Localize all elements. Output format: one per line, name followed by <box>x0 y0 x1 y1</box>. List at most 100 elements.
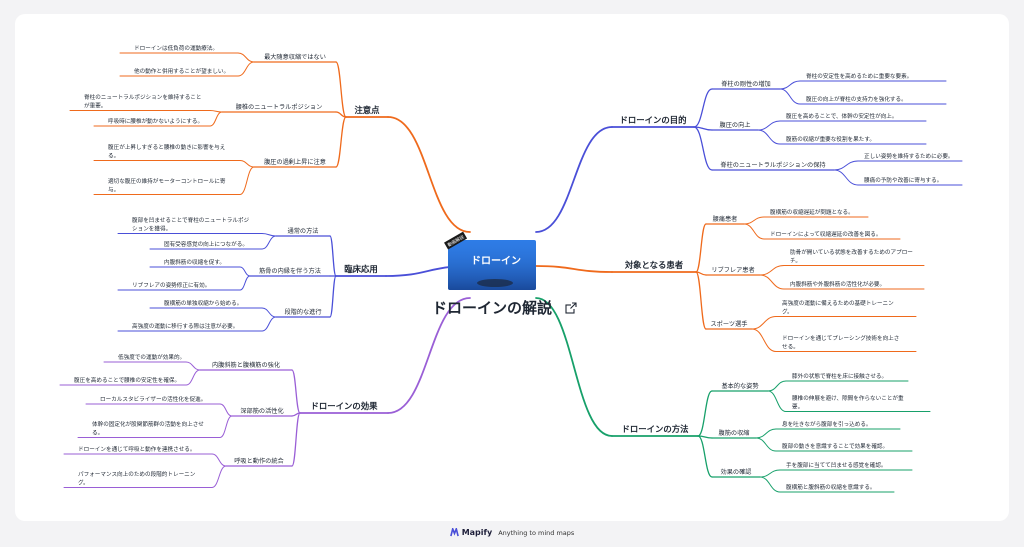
topic-patients[interactable]: 対象となる患者 <box>624 260 684 270</box>
leaf-effects-2-1[interactable]: パフォーマンス向上のための段階的トレーニン <box>78 470 196 478</box>
leaf-effects-1-1[interactable]: 体幹の固定化が股関節筋群の活動を向上させ <box>92 420 204 428</box>
subtopic-clinical-1[interactable]: 筋骨の内縁を伴う方法 <box>259 267 321 275</box>
leaf-method-0-0[interactable]: 膝外の状態で脊柱を床に接触させる。 <box>792 372 887 380</box>
edge-purpose-group-2 <box>693 126 713 171</box>
edge-purpose-1-item-0 <box>757 120 781 131</box>
subtopic-effects-0[interactable]: 内腹斜筋と腹横筋の強化 <box>212 361 280 369</box>
leaf-patients-2-0[interactable]: 高強度の運動に備えるための基礎トレーニン <box>782 299 894 307</box>
root-title[interactable]: ドローインの解説 <box>432 299 552 317</box>
subtopic-method-1[interactable]: 腹筋の収縮 <box>719 429 750 437</box>
subtopic-purpose-0[interactable]: 脊柱の剛性の増加 <box>721 80 771 88</box>
leaf-patients-0-0[interactable]: 腹横筋の収縮遅延が問題となる。 <box>770 208 854 216</box>
leaf-precautions-1-1[interactable]: 呼吸時に腰椎が動かないようにする。 <box>108 117 203 125</box>
edge-root-purpose <box>535 126 613 233</box>
leaf-purpose-0-0[interactable]: 脊柱の安定性を高めるために重要な要素。 <box>806 72 912 80</box>
edge-purpose-1-item-1 <box>757 129 781 145</box>
subtopic-method-0[interactable]: 基本的な姿勢 <box>721 382 759 390</box>
topic-clinical[interactable]: 臨床応用 <box>344 264 378 274</box>
leaf-patients-1-0[interactable]: チ。 <box>790 258 801 265</box>
leaf-precautions-1-0[interactable]: 脊柱のニュートラルポジションを維持すること <box>84 93 201 101</box>
edge-root-precautions <box>387 116 471 233</box>
leaf-method-1-0[interactable]: 息を吐きながら腹部を引っ込める。 <box>782 420 872 428</box>
leaf-method-0-1[interactable]: 要。 <box>792 404 803 411</box>
topic-method[interactable]: ドローインの方法 <box>622 424 690 434</box>
edge-effects-group-0 <box>291 369 301 414</box>
leaf-precautions-2-0[interactable]: 腹圧が上昇しすぎると腰椎の動きに影響を与え <box>108 143 226 151</box>
edge-clinical-2-item-1 <box>261 316 277 332</box>
subtopic-method-2[interactable]: 効果の確認 <box>721 468 752 476</box>
edge-patients-1-item-1 <box>759 274 785 290</box>
edge-patients-group-0 <box>695 223 707 273</box>
leaf-precautions-2-1[interactable]: 適切な腹圧の維持がモーターコントロールに寄 <box>108 177 226 185</box>
leaf-patients-1-0[interactable]: 肋骨が開いている状態を改善するためのアプロー <box>790 248 913 256</box>
leaf-patients-1-1[interactable]: 内腹斜筋や外腹斜筋の活性化が必要。 <box>790 280 885 288</box>
edge-purpose-0-item-1 <box>779 88 801 105</box>
leaf-purpose-2-0[interactable]: 正しい姿勢を維持するために必要。 <box>864 152 954 160</box>
subtopic-precautions-2[interactable]: 腹圧の過剰上昇に注意 <box>264 158 326 166</box>
subtopic-purpose-2[interactable]: 脊柱のニュートラルポジションの保持 <box>720 161 825 169</box>
leaf-effects-1-1[interactable]: る。 <box>92 430 103 437</box>
subtopic-clinical-0[interactable]: 通常の方法 <box>288 227 319 235</box>
leaf-patients-2-1[interactable]: せる。 <box>782 344 799 351</box>
leaf-purpose-1-1[interactable]: 腹筋の収縮が重要な役割を果たす。 <box>786 135 875 143</box>
leaf-patients-2-1[interactable]: ドローインを通じてプレーシング技術を向上さ <box>782 334 899 342</box>
topic-purpose[interactable]: ドローインの目的 <box>620 115 687 125</box>
leaf-precautions-0-0[interactable]: ドローインは低負荷の運動療法。 <box>134 44 218 52</box>
leaf-effects-0-1[interactable]: 腹圧を高めることで腰椎の安定性を確保。 <box>74 376 180 384</box>
leaf-method-1-1[interactable]: 腹部の動きを意識することで効果を確認。 <box>782 442 888 450</box>
leaf-purpose-2-1[interactable]: 腰痛の予防や改善に寄与する。 <box>864 176 942 184</box>
leaf-effects-0-0[interactable]: 低強度での運動が効果的。 <box>118 353 185 361</box>
external-link-icon[interactable] <box>565 302 577 314</box>
video-badge <box>444 231 468 250</box>
edge-method-1-item-0 <box>755 428 777 439</box>
leaf-purpose-1-0[interactable]: 腹圧を高めることで、体幹の安定性が向上。 <box>786 112 897 120</box>
leaf-method-2-0[interactable]: 手を腹部に当てて凹ませる感覚を確認。 <box>786 461 887 469</box>
leaf-clinical-1-0[interactable]: 内腹斜筋の収縮を促す。 <box>164 258 225 266</box>
leaf-effects-2-1[interactable]: グ。 <box>78 479 89 487</box>
leaf-effects-1-0[interactable]: ローカルスタビライザーの活性化を促進。 <box>100 395 206 403</box>
leaf-precautions-2-1[interactable]: 与。 <box>108 186 119 194</box>
leaf-clinical-1-1[interactable]: リブフレアの姿勢修正に有効。 <box>132 281 210 289</box>
subtopic-effects-2[interactable]: 呼吸と動作の統合 <box>234 457 284 465</box>
subtopic-purpose-1[interactable]: 腹圧の向上 <box>720 121 751 129</box>
footer-brand[interactable]: Mapify <box>461 528 493 537</box>
leaf-precautions-2-0[interactable]: る。 <box>108 153 119 160</box>
leaf-clinical-2-0[interactable]: 腹横筋の単独収縮から始める。 <box>164 299 242 307</box>
leaf-purpose-0-1[interactable]: 腹圧の向上が脊柱の支持力を強化する。 <box>806 95 907 103</box>
leaf-patients-0-1[interactable]: ドローインによって収縮遅延の改善を図る。 <box>770 230 881 238</box>
edge-effects-0-item-1 <box>185 369 201 386</box>
edge-precautions-0-item-1 <box>237 61 255 77</box>
leaf-effects-2-0[interactable]: ドローインを通じて呼吸と動作を連携させる。 <box>78 445 195 453</box>
leaf-precautions-1-0[interactable]: が重要。 <box>84 102 106 110</box>
leaf-clinical-0-0[interactable]: ションを獲得。 <box>132 225 171 233</box>
subtopic-patients-0[interactable]: 腰痛患者 <box>713 215 738 223</box>
subtopic-precautions-0[interactable]: 最大随意収縮ではない <box>264 53 326 61</box>
leaf-clinical-0-0[interactable]: 腹部を凹ませることで脊柱のニュートラルポジ <box>132 216 250 224</box>
edge-precautions-group-1 <box>335 111 347 118</box>
edge-patients-2-item-0 <box>751 316 777 330</box>
edge-method-2-item-1 <box>759 476 781 493</box>
subtopic-clinical-2[interactable]: 段階的な進行 <box>284 308 321 316</box>
topic-precautions[interactable]: 注意点 <box>354 105 380 115</box>
leaf-method-0-1[interactable]: 腰椎の伸展を避け、隙間を作らないことが重 <box>792 394 904 402</box>
leaf-patients-2-0[interactable]: グ。 <box>782 308 793 316</box>
subtopic-patients-2[interactable]: スポーツ選手 <box>710 320 747 328</box>
leaf-precautions-0-1[interactable]: 他の動作と併用することが望ましい。 <box>134 67 229 75</box>
subtopic-effects-1[interactable]: 深部筋の活性化 <box>240 407 283 415</box>
edge-method-0-item-1 <box>767 390 787 412</box>
root-node[interactable]: ドローイン 動画解説 ドローインの解説 <box>432 231 577 317</box>
edge-clinical-group-0 <box>329 235 337 277</box>
leaf-clinical-0-1[interactable]: 固有受容感覚の向上につながる。 <box>164 240 248 248</box>
edge-clinical-group-2 <box>329 275 337 318</box>
leaf-method-2-1[interactable]: 腹横筋と腹斜筋の収縮を意識する。 <box>786 483 876 491</box>
edge-effects-group-2 <box>291 412 301 467</box>
edge-patients-0-item-1 <box>743 223 765 240</box>
subtopic-precautions-1[interactable]: 腰椎のニュートラルポジション <box>236 103 323 111</box>
topic-effects[interactable]: ドローインの効果 <box>311 401 379 411</box>
edge-precautions-2-item-0 <box>239 160 255 168</box>
leaf-clinical-2-1[interactable]: 高強度の運動に移行する際は注意が必要。 <box>132 322 238 330</box>
subtopic-patients-1[interactable]: リブフレア患者 <box>711 266 754 274</box>
edge-patients-0-item-0 <box>743 216 765 225</box>
thumbnail-figure <box>477 279 513 287</box>
